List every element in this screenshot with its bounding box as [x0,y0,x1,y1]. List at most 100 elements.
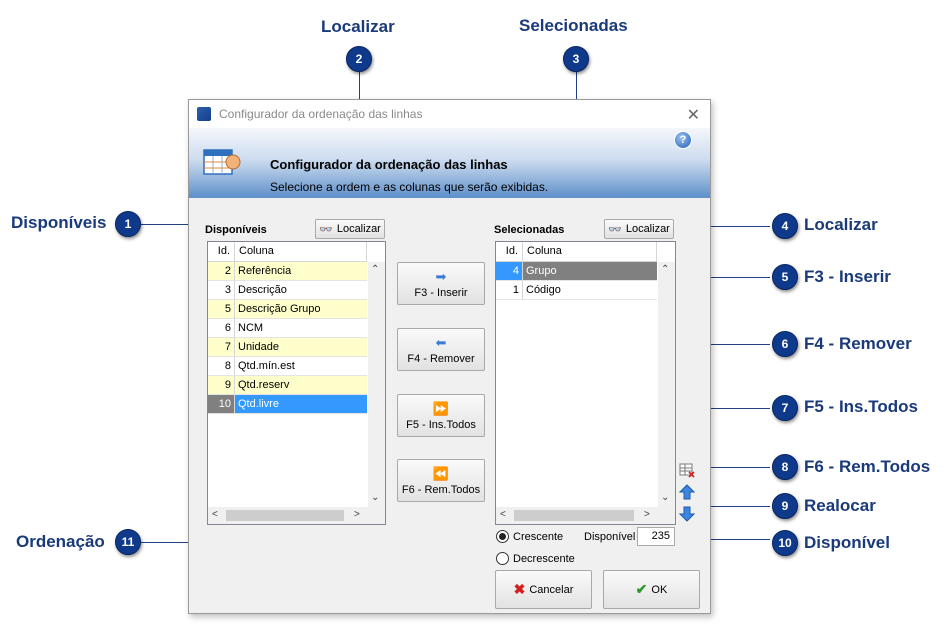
radio-dot [496,552,509,565]
available-find-button[interactable]: 👓 Localizar [315,219,385,239]
ascending-radio[interactable]: Crescente [496,530,563,543]
header-title: Configurador da ordenação das linhas [270,157,508,172]
badge-1: 1 [115,211,141,237]
remove-all-button[interactable]: ⏪ F6 - Rem.Todos [397,459,485,502]
cancel-button[interactable]: ✖ Cancelar [495,570,592,609]
selected-find-button[interactable]: 👓 Localizar [604,219,674,239]
callout-disponivel: Disponível [804,533,890,552]
selected-col-name[interactable]: Coluna [523,242,657,261]
insert-all-label: F5 - Ins.Todos [406,418,476,431]
selected-hscroll[interactable]: < > [496,507,675,524]
scroll-down-icon[interactable]: ⌄ [371,492,380,503]
insert-all-button[interactable]: ⏩ F5 - Ins.Todos [397,394,485,437]
table-row-selected[interactable]: 4 Grupo [496,262,657,281]
available-hscroll[interactable]: < > [208,507,385,524]
row-name: Descrição Grupo [235,300,367,319]
ok-label: OK [651,583,668,596]
badge-4: 4 [772,213,798,239]
table-config-icon [203,149,241,175]
row-id: 2 [208,262,235,281]
title-bar: Configurador da ordenação das linhas ✕ [189,100,710,128]
table-row-selected[interactable]: 10 Qtd.livre [208,395,367,414]
table-row[interactable]: 5 Descrição Grupo [208,300,367,319]
descending-label: Decrescente [513,552,575,565]
selected-grid[interactable]: Id. Coluna 4 Grupo 1 Código ⌃ ⌄ < > [495,241,676,525]
scroll-up-icon[interactable]: ⌃ [661,264,670,275]
callout-f4: F4 - Remover [804,334,912,353]
scroll-up-icon[interactable]: ⌃ [371,264,380,275]
arrow-left-icon: ⬅ [435,334,447,350]
close-icon[interactable]: ✕ [686,107,700,124]
selected-vscroll[interactable]: ⌃ ⌄ [658,262,675,508]
table-row[interactable]: 6 NCM [208,319,367,338]
available-vscroll[interactable]: ⌃ ⌄ [368,262,385,508]
available-find-label: Localizar [336,223,381,235]
remove-button[interactable]: ⬅ F4 - Remover [397,328,485,371]
available-grid[interactable]: Id. Coluna 2 Referência 3 Descrição 5 De… [207,241,386,525]
binoculars-icon: 👓 [319,223,333,236]
table-row[interactable]: 9 Qtd.reserv [208,376,367,395]
row-name: Descrição [235,281,367,300]
selected-grid-header: Id. Coluna [496,242,657,262]
connector-4 [688,226,770,227]
scroll-right-icon[interactable]: > [354,509,360,520]
scroll-right-icon[interactable]: > [644,509,650,520]
row-id: 1 [496,281,523,300]
callout-selecionadas-top: Selecionadas [519,16,628,35]
selected-find-label: Localizar [625,223,670,235]
row-name: NCM [235,319,367,338]
row-id: 5 [208,300,235,319]
scroll-thumb[interactable] [514,510,634,521]
table-row[interactable]: 1 Código [496,281,657,300]
move-up-icon[interactable] [679,484,695,500]
row-name: Unidade [235,338,367,357]
help-icon[interactable]: ? [674,131,692,149]
table-row[interactable]: 2 Referência [208,262,367,281]
badge-7: 7 [772,395,798,421]
row-id: 7 [208,338,235,357]
insert-button[interactable]: ➡ F3 - Inserir [397,262,485,305]
available-col-name[interactable]: Coluna [235,242,367,261]
table-row[interactable]: 3 Descrição [208,281,367,300]
row-name: Código [523,281,657,300]
move-down-icon[interactable] [679,506,695,522]
row-id: 6 [208,319,235,338]
arrow-right-icon: ➡ [435,268,447,284]
available-count-label: Disponível [584,531,636,543]
callout-f5: F5 - Ins.Todos [804,397,918,416]
callout-localizar-top: Localizar [321,17,395,36]
scroll-thumb[interactable] [226,510,344,521]
descending-radio[interactable]: Decrescente [496,552,575,565]
window-title: Configurador da ordenação das linhas [219,107,423,121]
row-id: 3 [208,281,235,300]
available-col-id[interactable]: Id. [208,242,235,261]
grid-settings-icon[interactable] [679,462,695,478]
scroll-down-icon[interactable]: ⌄ [661,492,670,503]
badge-5: 5 [772,264,798,290]
callout-f3: F3 - Inserir [804,267,891,286]
dialog-header: ? Configurador da ordenação das linhas S… [189,128,710,198]
badge-9: 9 [772,493,798,519]
connector-10 [685,539,770,540]
scroll-left-icon[interactable]: < [212,509,218,520]
row-name: Qtd.livre [235,395,367,414]
remove-all-label: F6 - Rem.Todos [401,483,481,496]
row-id: 10 [208,395,235,414]
row-name: Qtd.mín.est [235,357,367,376]
available-grid-header: Id. Coluna [208,242,367,262]
check-icon: ✔ [635,581,648,597]
selected-col-id[interactable]: Id. [496,242,523,261]
badge-10: 10 [772,530,798,556]
scroll-left-icon[interactable]: < [500,509,506,520]
badge-11: 11 [115,529,141,555]
app-icon [197,107,211,121]
table-row[interactable]: 8 Qtd.mín.est [208,357,367,376]
table-row[interactable]: 7 Unidade [208,338,367,357]
row-id: 9 [208,376,235,395]
remove-label: F4 - Remover [407,352,475,365]
row-name: Qtd.reserv [235,376,367,395]
ok-button[interactable]: ✔ OK [603,570,700,609]
cancel-icon: ✖ [513,581,526,597]
callout-localizar-right: Localizar [804,215,878,234]
double-arrow-left-icon: ⏪ [432,465,450,481]
